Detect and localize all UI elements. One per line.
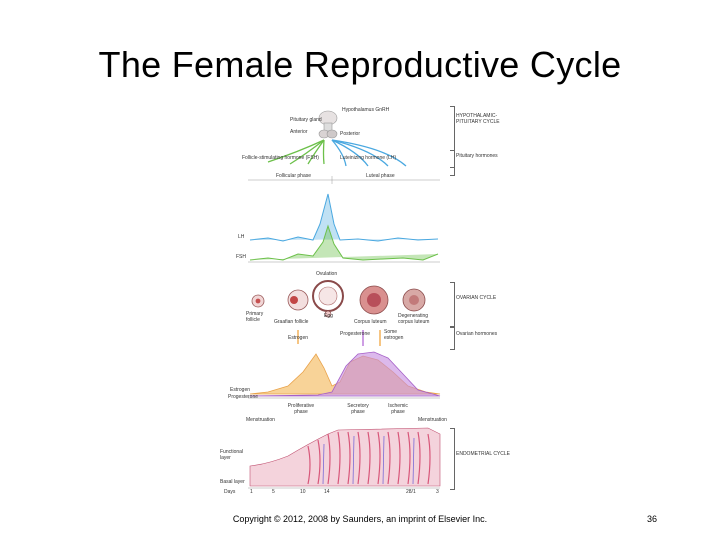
corpus-luteum-label: Corpus luteum [354, 319, 387, 325]
primary-follicle-label: Primary follicle [246, 311, 264, 323]
pituitary-hormones-bracket [450, 150, 455, 176]
copyright-notice: Copyright © 2012, 2008 by Saunders, an i… [232, 514, 488, 524]
day-tick: 14 [324, 489, 330, 495]
lh-arrows [331, 139, 407, 167]
pituitary-gland-illustration [318, 110, 338, 139]
endometrium-illustration [248, 427, 441, 489]
day-tick: 5 [272, 489, 275, 495]
ovarian-cycle-bracket [450, 282, 455, 328]
graafian-follicle-label: Graafian follicle [274, 319, 309, 325]
proliferative-phase-label: Proliferative phase [287, 403, 315, 415]
progesterone-curve [249, 351, 441, 397]
lh-curve [249, 193, 439, 242]
posterior-label: Posterior [340, 131, 361, 137]
hypothalamus-label: Hypothalamus GnRH [342, 107, 390, 113]
day-tick: 28/1 [406, 489, 416, 495]
progesterone-axis-label: Progesterone [228, 394, 259, 400]
lh-label: Luteinizing hormone (LH) [340, 155, 397, 161]
ovarian-follicles [251, 280, 426, 318]
estrogen-axis-label: Estrogen [230, 387, 251, 393]
lh-axis-label: LH [238, 234, 245, 240]
slide-title: The Female Reproductive Cycle [98, 44, 622, 85]
pituitary-label: Pituitary gland [290, 117, 322, 123]
degenerating-corpus-luteum-label: Degenerating corpus luteum [398, 313, 430, 325]
egg-label: Egg [324, 313, 333, 319]
fsh-arrows [267, 139, 325, 165]
menstruation-start-label: Menstruation [246, 417, 275, 423]
pituitary-hormones-label: Pituitary hormones [456, 153, 498, 159]
menstruation-end-label: Menstruation [418, 417, 447, 423]
some-estrogen-label: Some estrogen [384, 329, 404, 341]
ovarian-hormones-bracket [450, 326, 455, 350]
ovarian-hormone-chart [248, 351, 441, 399]
day-tick: 1 [250, 489, 253, 495]
cycle-diagram-art [248, 110, 441, 489]
lh-fsh-chart [248, 193, 440, 263]
estrogen-arrow-label: Estrogen [288, 335, 309, 341]
day-tick: 3 [436, 489, 439, 495]
functional-layer-label: Functional layer [220, 449, 244, 461]
progesterone-arrow-label: Progesterone [340, 331, 371, 337]
page-number: 36 [647, 514, 658, 524]
hpo-cycle-label: HYPOTHALAMIC-PITUITARY CYCLE [456, 113, 500, 125]
day-tick: 10 [300, 489, 306, 495]
fsh-curve [249, 224, 439, 261]
endometrial-cycle-label: ENDOMETRIAL CYCLE [456, 451, 510, 457]
follicular-phase-label: Follicular phase [276, 173, 312, 179]
ovarian-hormones-label: Ovarian hormones [456, 331, 498, 337]
endometrial-cycle-bracket [450, 428, 455, 490]
basal-layer-label: Basal layer [220, 479, 245, 485]
ischemic-phase-label: Ischemic phase [388, 403, 408, 415]
ovarian-hormone-arrows [297, 330, 381, 346]
luteal-phase-label: Luteal phase [366, 173, 395, 179]
reproductive-cycle-figure: Hypothalamus GnRH Pituitary gland Anteri… [220, 104, 504, 496]
anterior-label: Anterior [290, 129, 308, 135]
days-label: Days [224, 489, 236, 495]
secretory-phase-label: Secretory phase [347, 403, 369, 415]
ovarian-cycle-label: OVARIAN CYCLE [456, 295, 497, 301]
hpo-cycle-bracket [450, 106, 455, 168]
fsh-axis-label: FSH [236, 254, 246, 260]
fsh-label: Follicle-stimulating hormone (FSH) [242, 155, 319, 161]
ovulation-label: Ovulation [316, 271, 338, 277]
